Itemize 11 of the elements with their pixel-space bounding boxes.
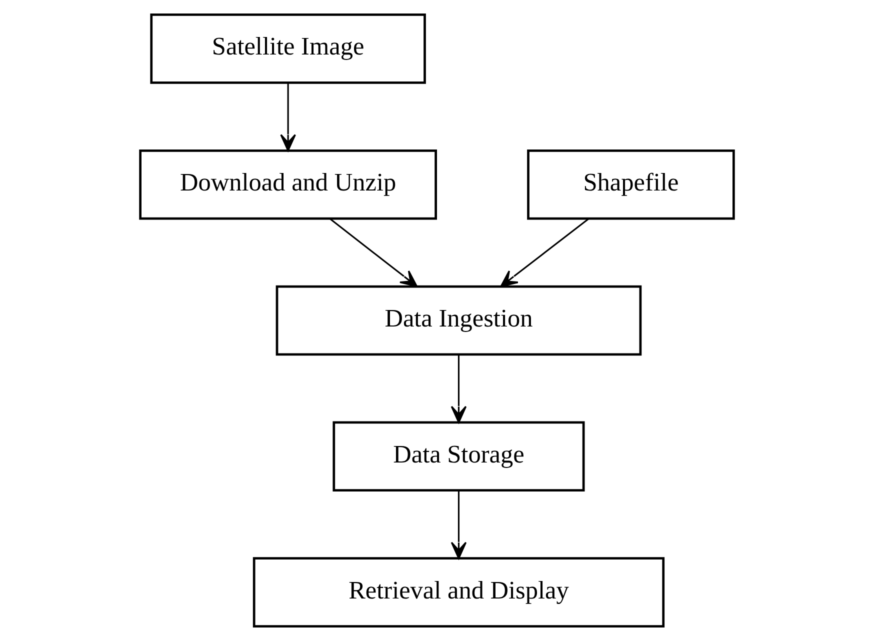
node-box: Retrieval and Display bbox=[252, 557, 664, 628]
arrow bbox=[450, 354, 466, 424]
node-box: Data Ingestion bbox=[275, 285, 642, 356]
node-box: Data Storage bbox=[332, 421, 584, 492]
arrow bbox=[328, 218, 418, 288]
node-box: Download and Unzip bbox=[138, 149, 436, 220]
arrow bbox=[500, 218, 589, 288]
arrow bbox=[280, 83, 296, 152]
node-box: Shapefile bbox=[526, 149, 734, 220]
arrow bbox=[450, 490, 466, 560]
node-box: Satellite Image bbox=[150, 14, 426, 84]
